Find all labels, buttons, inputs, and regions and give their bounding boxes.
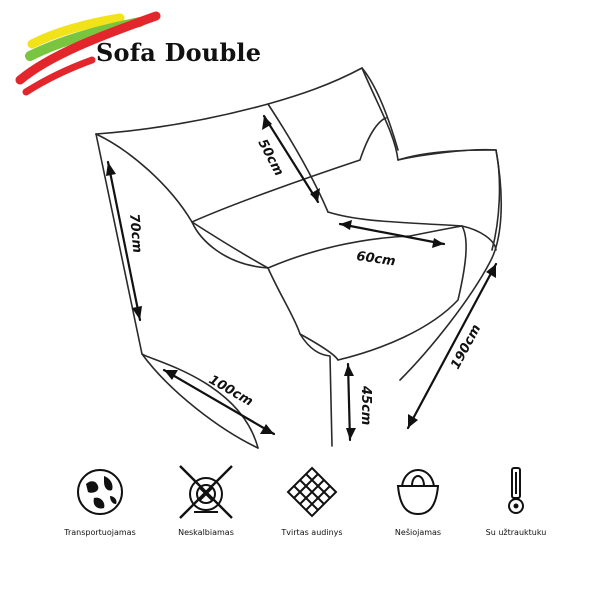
sofa-drawing: 50cm 60cm 70cm 100cm 190cm 45cm: [95, 67, 503, 449]
seat-depth-label: 60cm: [355, 249, 396, 269]
side-height-label: 70cm: [126, 213, 144, 254]
product-title: Sofa Double: [96, 38, 262, 67]
feature-label-transport: Transportuojamas: [64, 528, 136, 537]
front-width-label: 100cm: [206, 372, 255, 409]
feature-label-strong-fabric: Tvirtas audinys: [281, 528, 343, 537]
flag-red-stroke: [15, 11, 161, 85]
length-label: 190cm: [448, 322, 484, 372]
bag-icon: [396, 468, 440, 516]
feature-label-no-wash: Neskalbiamas: [178, 528, 234, 537]
strong-fabric-icon: [286, 466, 338, 518]
front-width-arrow: [162, 368, 276, 436]
seat-depth-arrow: [338, 222, 446, 246]
back-height-arrow: [262, 114, 320, 204]
flag-yellow-stroke: [27, 13, 125, 49]
seat-height-arrow: [346, 362, 352, 442]
zipper-icon: [508, 467, 524, 514]
no-wash-icon: [179, 465, 233, 519]
globe-icon: [77, 469, 123, 515]
flag-red-stroke-2: [22, 56, 96, 96]
side-height-arrow: [106, 160, 142, 322]
length-arrow: [406, 262, 498, 430]
feature-label-portable: Nešiojamas: [394, 528, 442, 537]
feature-label-zipper: Su užtrauktuku: [485, 528, 547, 537]
seat-height-label: 45cm: [358, 385, 373, 425]
